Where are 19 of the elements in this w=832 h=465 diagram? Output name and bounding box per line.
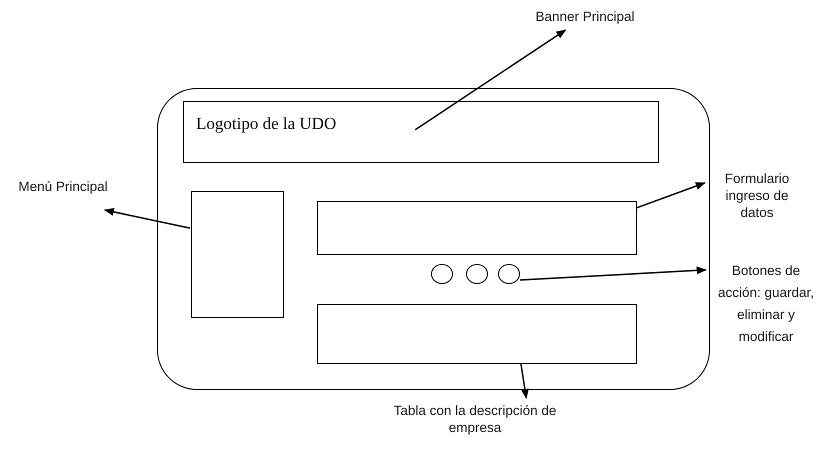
action-button-circle (466, 264, 488, 284)
banner-panel (183, 101, 659, 163)
action-button-circle (431, 264, 453, 284)
leader-arrow (520, 362, 529, 399)
callout-label: Menú Principal (17, 178, 109, 195)
callout-label: Banner Principal (534, 8, 636, 25)
action-button-circle (498, 264, 520, 284)
callout-label: Botones de acción: guardar, eliminar y modificar (716, 262, 816, 346)
leader-arrow (520, 266, 707, 281)
banner-text: Logotipo de la UDO (196, 114, 336, 134)
leader-arrow (636, 182, 706, 209)
layout-panel (317, 201, 637, 255)
screen-frame (157, 88, 710, 390)
leader-arrow (414, 29, 566, 130)
leader-arrow (104, 208, 190, 229)
callout-label: Formulario ingreso de datos (724, 170, 790, 221)
layout-panel (317, 304, 637, 364)
layout-panel (191, 191, 284, 318)
callout-label: Tabla con la descripción de empresa (392, 402, 558, 436)
